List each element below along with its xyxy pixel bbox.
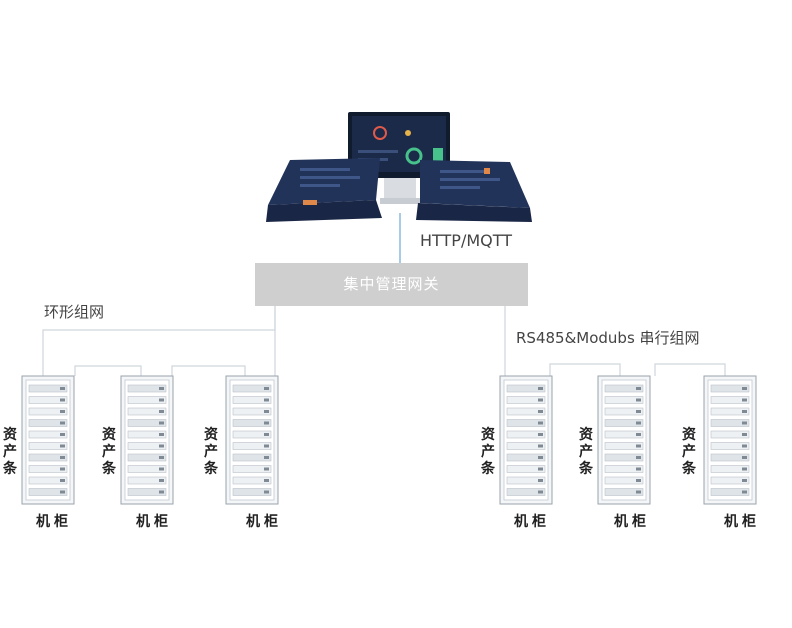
asset-label-right-1: 资产条 <box>481 427 495 477</box>
server-rack-right-1 <box>499 375 553 505</box>
server-rack-left-1 <box>21 375 75 505</box>
right-serial-link-2 <box>549 363 621 376</box>
gateway-box: 集中管理网关 <box>255 263 528 306</box>
left-group-label: 环形组网 <box>44 303 105 321</box>
server-rack-right-2 <box>597 375 651 505</box>
cabinet-label-left-3: 机柜 <box>246 514 282 530</box>
server-rack-left-3 <box>225 375 279 505</box>
left-ring-link-3 <box>171 365 246 376</box>
protocol-label: HTTP/MQTT <box>420 231 512 250</box>
cabinet-label-right-3: 机柜 <box>724 514 760 530</box>
cabinet-label-right-1: 机柜 <box>514 514 550 530</box>
cabinet-label-right-2: 机柜 <box>614 514 650 530</box>
asset-label-right-3: 资产条 <box>682 427 696 477</box>
right-serial-link-3 <box>654 363 726 376</box>
server-rack-right-3 <box>703 375 757 505</box>
cabinet-label-left-2: 机柜 <box>136 514 172 530</box>
right-group-label: RS485&Modubs 串行组网 <box>516 329 700 347</box>
cabinet-label-left-1: 机柜 <box>36 514 72 530</box>
asset-label-left-3: 资产条 <box>204 427 218 477</box>
left-ring-link-2 <box>74 365 142 376</box>
server-rack-left-2 <box>120 375 174 505</box>
asset-label-left-2: 资产条 <box>102 427 116 477</box>
asset-label-right-2: 资产条 <box>579 427 593 477</box>
asset-label-left-1: 资产条 <box>3 427 17 477</box>
monitoring-screens <box>266 112 532 222</box>
